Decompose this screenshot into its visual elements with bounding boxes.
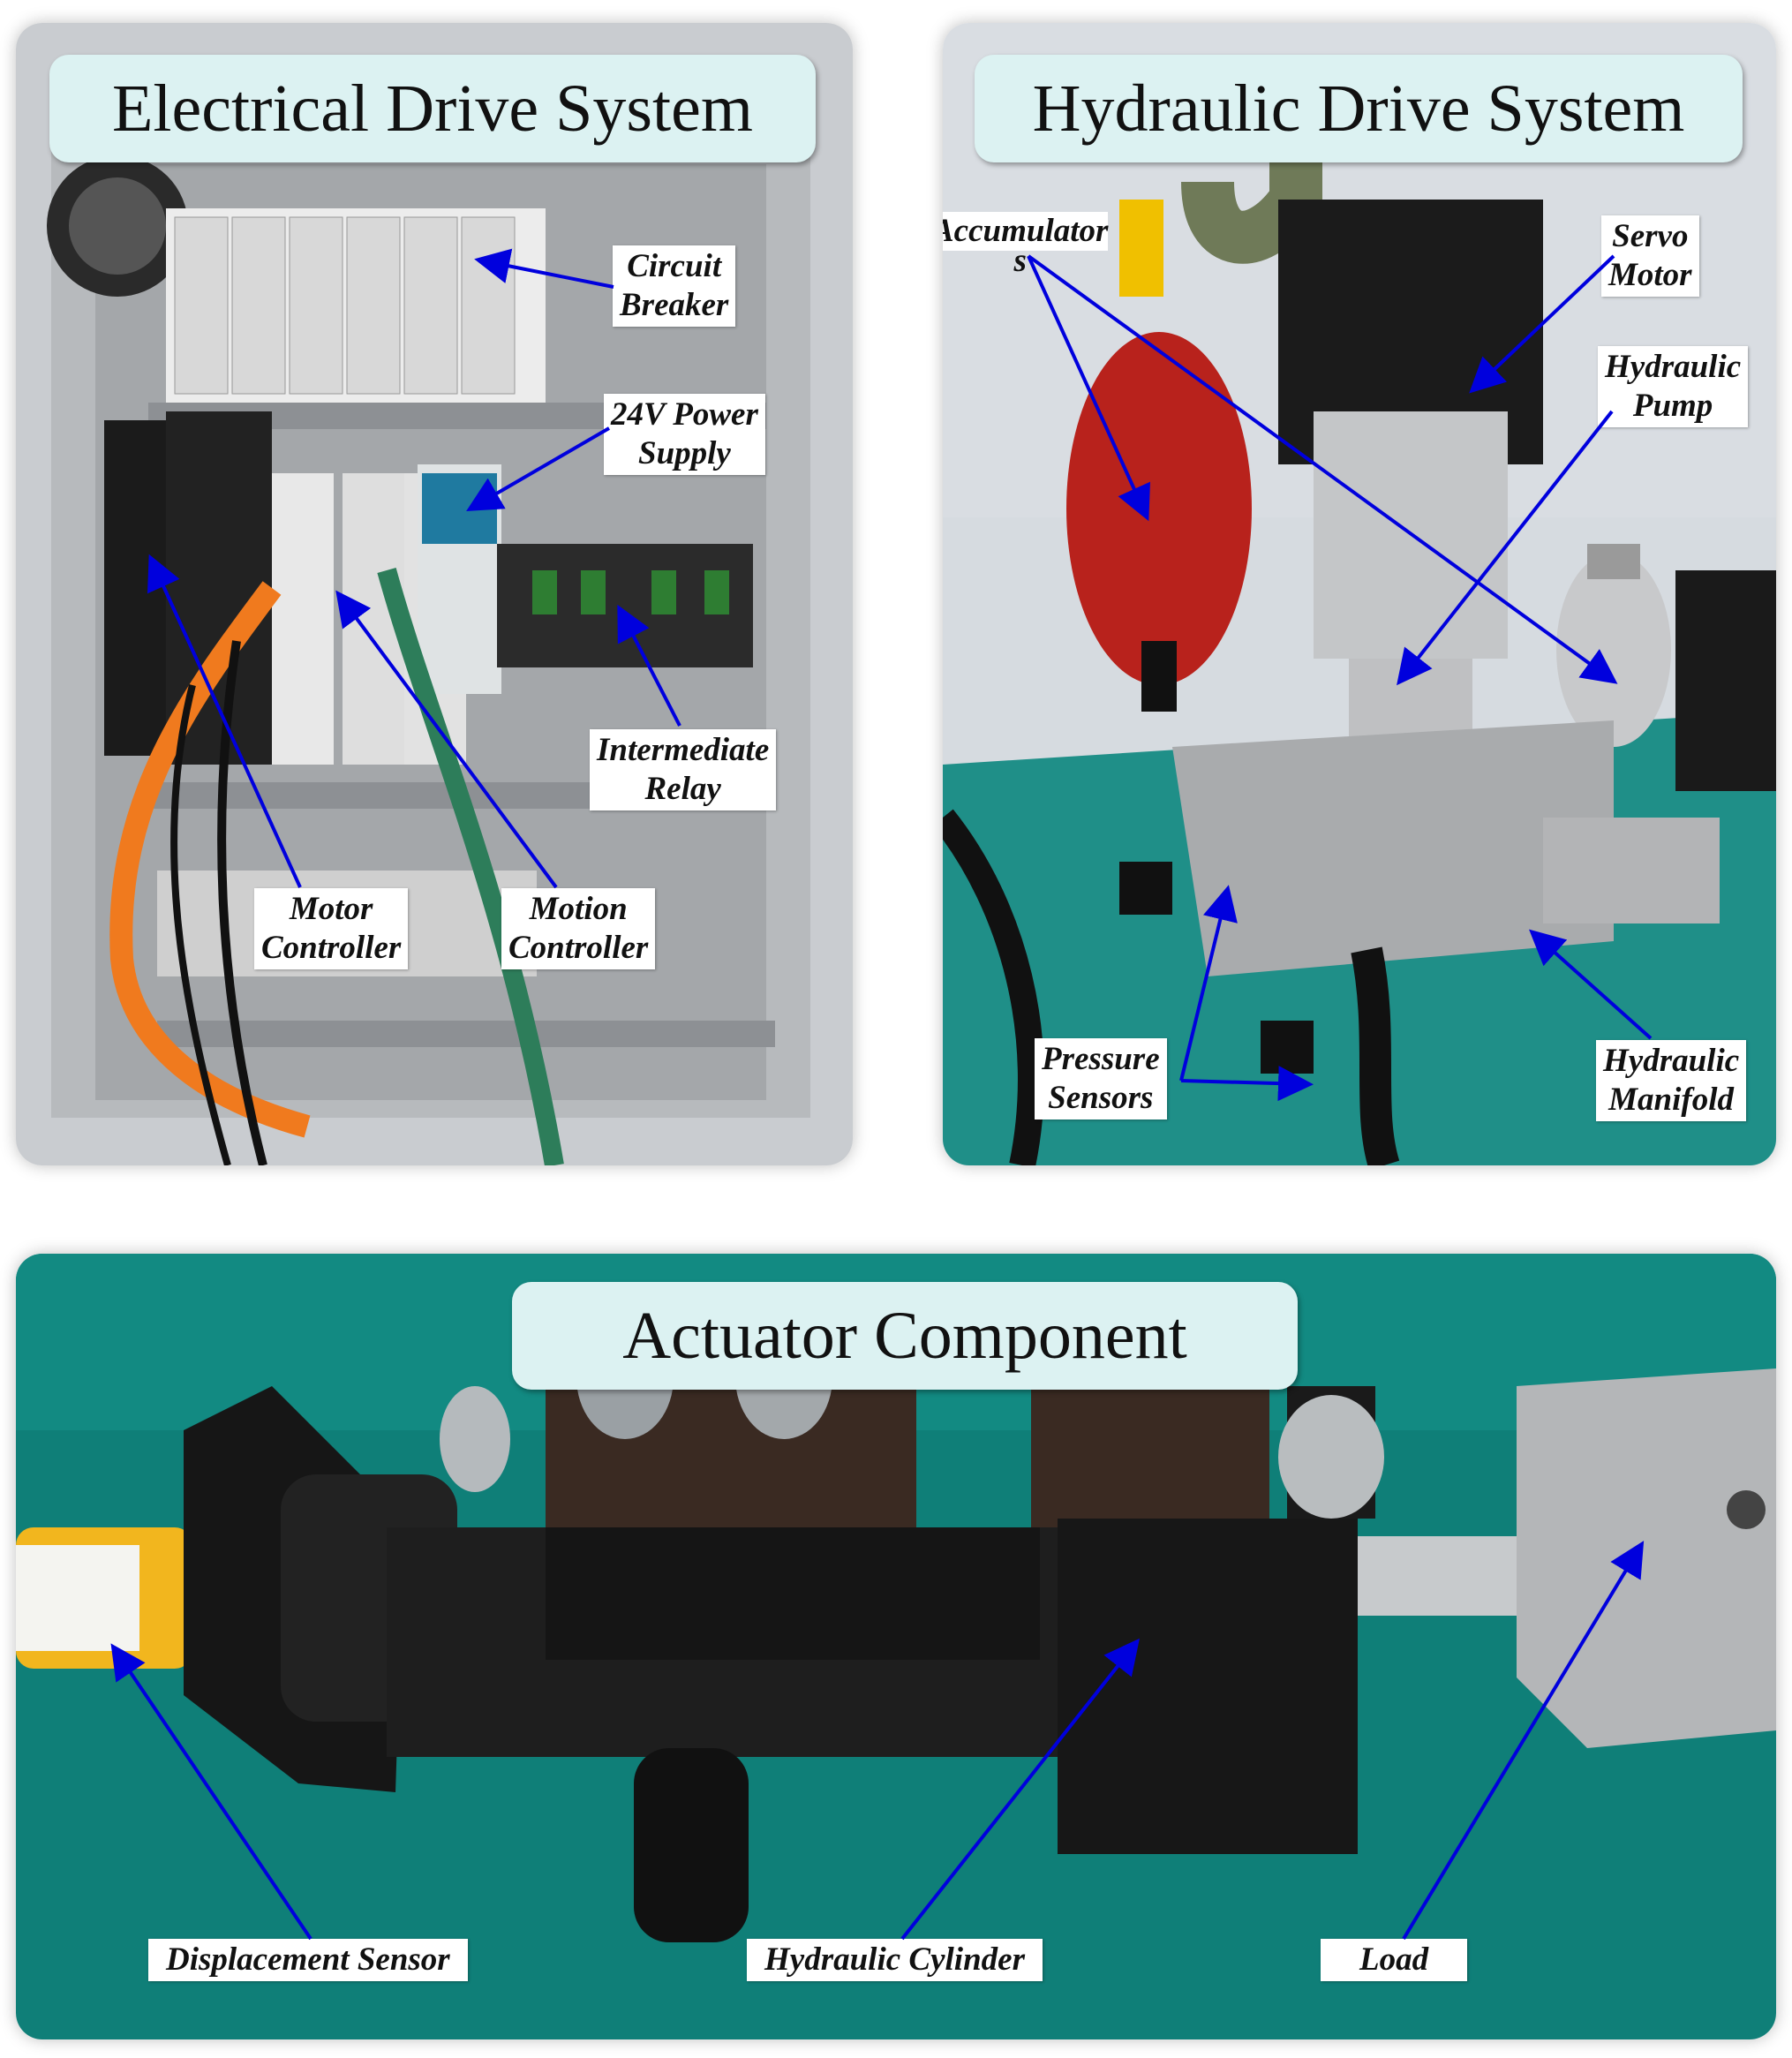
load-label: Load xyxy=(1321,1939,1468,1981)
circuit-breaker-label-line1: Circuit xyxy=(627,248,722,284)
servo-motor-label: Servo Motor xyxy=(1601,215,1699,297)
motion-controller-label-line1: Motion xyxy=(529,891,628,927)
hydraulic-pump-label: Hydraulic Pump xyxy=(1598,346,1749,427)
power-supply-label: 24V Power Supply xyxy=(604,394,765,475)
hydraulic-pump-label-line1: Hydraulic xyxy=(1605,349,1742,385)
circuit-breaker-label-line2: Breaker xyxy=(620,287,729,323)
electrical-drive-title: Electrical Drive System xyxy=(49,55,816,162)
actuator-panel: Actuator Component Displacement Sensor H… xyxy=(16,1254,1776,2039)
accumulators-label-line2: s xyxy=(1013,243,1027,279)
motor-controller-label-line1: Motor xyxy=(289,891,373,927)
actuator-title: Actuator Component xyxy=(512,1282,1298,1390)
electrical-drive-panel: Electrical Drive System Circuit Breaker … xyxy=(16,23,853,1165)
hydraulic-drive-panel: Hydraulic Drive System Accumulator s Ser… xyxy=(943,23,1776,1165)
power-supply-label-line2: Supply xyxy=(638,435,731,471)
circuit-breaker-label: Circuit Breaker xyxy=(613,245,736,327)
pressure-sensors-label: Pressure Sensors xyxy=(1035,1038,1167,1119)
hydraulic-pump-label-line2: Pump xyxy=(1632,388,1713,424)
motion-controller-label-line2: Controller xyxy=(508,930,649,966)
power-supply-label-line1: 24V Power xyxy=(611,396,758,433)
accumulators-label: Accumulator s xyxy=(943,210,1115,283)
intermediate-relay-label-line1: Intermediate xyxy=(597,732,770,768)
hydraulic-manifold-label: Hydraulic Manifold xyxy=(1596,1040,1747,1121)
hydraulic-manifold-label-line2: Manifold xyxy=(1608,1082,1735,1118)
motion-controller-label: Motion Controller xyxy=(501,888,656,969)
pressure-sensors-label-line1: Pressure xyxy=(1042,1041,1160,1077)
hydraulic-unit-photo xyxy=(943,23,1776,1165)
intermediate-relay-label: Intermediate Relay xyxy=(590,729,777,810)
displacement-sensor-label: Displacement Sensor xyxy=(148,1939,468,1981)
pressure-sensors-label-line2: Sensors xyxy=(1048,1080,1154,1116)
intermediate-relay-label-line2: Relay xyxy=(644,771,721,807)
accumulators-label-line1: Accumulator xyxy=(943,212,1109,251)
hydraulic-manifold-label-line1: Hydraulic xyxy=(1603,1043,1740,1079)
motor-controller-label-line2: Controller xyxy=(261,930,402,966)
electrical-cabinet-photo xyxy=(16,23,853,1165)
hydraulic-drive-title: Hydraulic Drive System xyxy=(975,55,1743,162)
hydraulic-cylinder-label: Hydraulic Cylinder xyxy=(747,1939,1043,1981)
servo-motor-label-line2: Motor xyxy=(1608,257,1692,293)
motor-controller-label: Motor Controller xyxy=(254,888,409,969)
servo-motor-label-line1: Servo xyxy=(1612,218,1689,254)
